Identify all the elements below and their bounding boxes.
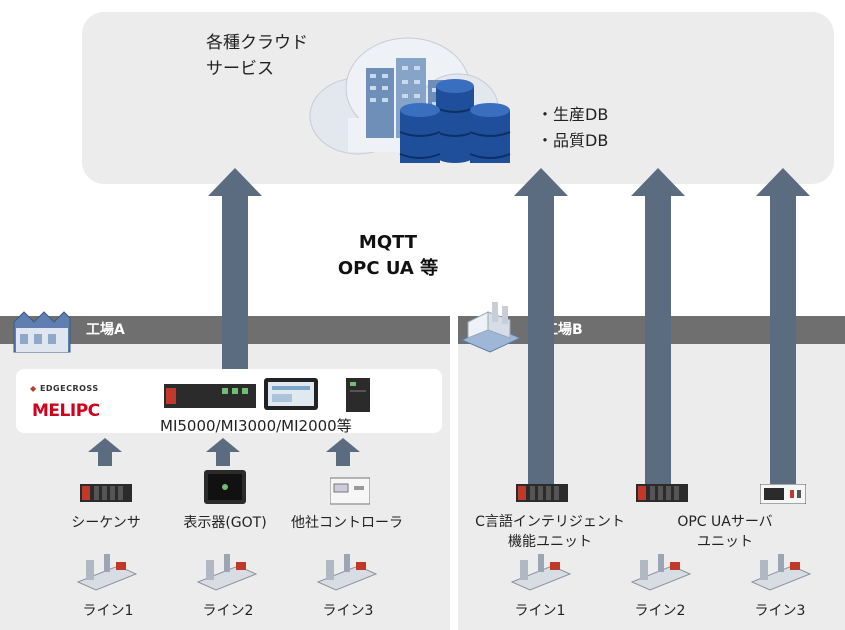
protocol-mqtt: MQTT [358,232,418,253]
other-controller-icon [330,477,370,505]
factory-a-building-icon [13,311,71,353]
melipc-mi2000-icon [346,378,370,412]
line-label-b3: ライン3 [754,603,806,619]
arrow-factory-a-to-cloud [208,168,262,378]
got-display-icon [204,470,246,504]
c-language-unit-icon [516,484,568,502]
melipc-logo: MELIPC [32,401,100,421]
cloud-title: 各種クラウド サービス [206,30,308,82]
arrow-opc-ua-unit-to-cloud [631,168,685,486]
opc-ua-unit-icon [636,484,688,502]
edgecross-logo: ◆ EDGECROSS [30,384,99,393]
arrow-got-up [206,438,240,466]
line-a1-icon [77,553,137,591]
device-label-sequencer: シーケンサ [71,515,141,531]
line-label-b2: ライン2 [634,603,686,619]
device-label-opc-ua-server-unit: OPC UAサーバ ユニット [677,514,773,550]
arrow-sequencer-up [88,438,122,466]
db-item-quality: ・品質DB [537,131,609,150]
line-label-a3: ライン3 [322,603,374,619]
melipc-mi3000-icon [264,378,318,410]
cloud-title-line2: サービス [206,59,274,79]
cloud-title-line1: 各種クラウド [206,33,308,53]
line-b1-icon [511,553,571,591]
line-label-a2: ライン2 [202,603,254,619]
protocol-label: MQTT OPC UA 等 [318,230,458,282]
line-b3-icon [751,553,811,591]
melipc-hardware-images [164,378,370,412]
edgecross-logo-text: EDGECROSS [39,384,99,393]
arrow-c-language-unit-to-cloud [514,168,568,486]
line-a2-icon [197,553,257,591]
arrow-other-controller-up [326,438,360,466]
opc-ua-server-device-icon [760,484,806,504]
device-label-got: 表示器(GOT) [183,515,267,531]
line-label-a1: ライン1 [82,603,134,619]
melipc-model-label: MI5000/MI3000/MI2000等 [160,417,352,435]
factory-a-title: 工場A [86,322,125,338]
device-label-c-language-unit: C言語インテリジェント 機能ユニット [475,514,625,550]
sequencer-icon [80,484,132,502]
device-label-other-controller: 他社コントローラ [291,515,403,531]
database-icon [399,79,511,163]
factory-b-building-icon [460,302,522,353]
database-list: ・生産DB ・品質DB [537,102,608,154]
line-a3-icon [317,553,377,591]
arrow-opc-ua-server-to-cloud [756,168,810,486]
db-item-production: ・生産DB [537,105,609,124]
line-label-b1: ライン1 [514,603,566,619]
cloud-database-illustration [309,37,511,163]
line-b2-icon [631,553,691,591]
protocol-opcua: OPC UA 等 [337,258,439,279]
melipc-mi5000-icon [164,384,256,408]
